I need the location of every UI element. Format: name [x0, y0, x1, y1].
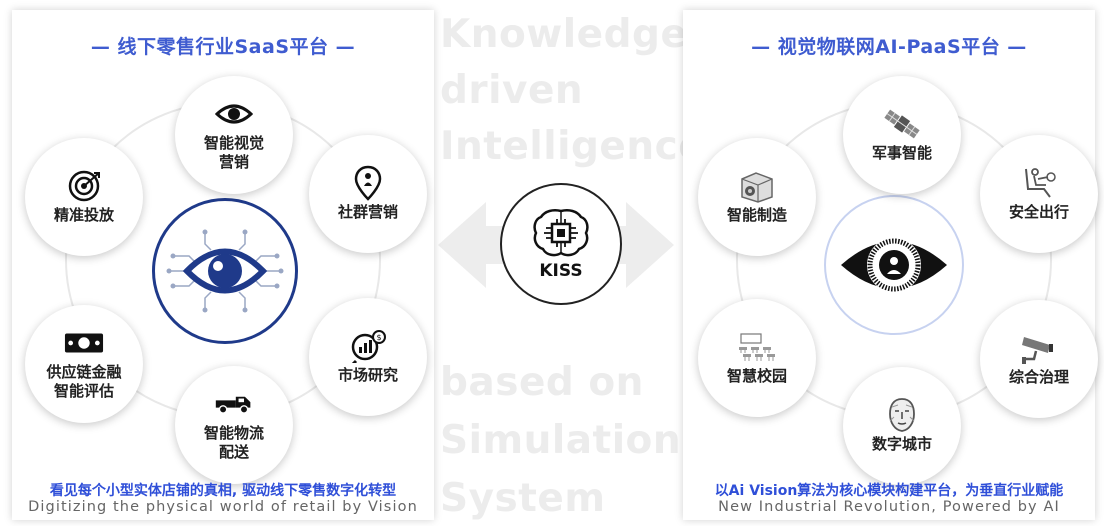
retail-slogan-cn: 看见每个小型实体店铺的真相, 驱动线下零售数字化转型 [49, 483, 397, 499]
ai-eye-logo [824, 195, 964, 335]
node-label: 市场研究 [337, 365, 398, 384]
black-eye-icon [841, 238, 947, 292]
bg-word-intelligence: Intelligence [440, 124, 706, 169]
iot-slogan-en: New Industrial Revolution, Powered by AI [718, 499, 1060, 515]
node-label: 智能制造 [726, 205, 787, 224]
svg-text:$: $ [377, 333, 382, 342]
satellite-icon [882, 108, 922, 140]
truck-icon [214, 388, 254, 420]
eye-icon [214, 98, 254, 130]
industrial-camera-icon [737, 170, 777, 203]
banknote-icon [64, 327, 104, 359]
location-person-icon [348, 165, 388, 201]
node-smart-manufacturing[interactable]: 智能制造 [698, 138, 816, 256]
node-precision-delivery[interactable]: 精准投放 [25, 138, 143, 256]
face-icon [882, 397, 922, 432]
node-label: 智能物流 配送 [203, 424, 264, 461]
retail-panel-title: — 线下零售行业SaaS平台 — [90, 36, 356, 58]
cctv-camera-icon [1019, 332, 1059, 364]
bg-word-based-on: based on [440, 360, 644, 405]
node-smart-campus[interactable]: 智慧校园 [698, 299, 816, 417]
node-label: 智能视觉 营销 [203, 134, 264, 171]
node-digital-city[interactable]: 数字城市 [843, 367, 961, 485]
brain-chip-icon [533, 209, 589, 257]
circuit-eye-icon [166, 229, 284, 313]
node-label: 精准投放 [53, 205, 114, 224]
bg-word-driven: driven [440, 68, 584, 113]
magnifier-chart-icon: $ [348, 329, 388, 363]
retail-slogan-en: Digitizing the physical world of retail … [28, 499, 418, 515]
vision-eye-logo [152, 198, 298, 344]
node-label: 综合治理 [1008, 367, 1069, 386]
node-label: 数字城市 [871, 434, 932, 453]
classroom-icon [737, 331, 777, 363]
node-market-research[interactable]: $ 市场研究 [309, 298, 427, 416]
bg-word-system: System [440, 476, 606, 521]
target-icon [64, 170, 104, 202]
node-label: 智慧校园 [726, 366, 787, 385]
iot-slogan-cn: 以Ai Vision算法为核心模块构建平台，为垂直行业赋能 [714, 483, 1064, 499]
kiss-badge: KISS [500, 183, 622, 305]
node-label: 安全出行 [1008, 202, 1069, 221]
node-supply-chain-finance[interactable]: 供应链金融 智能评估 [25, 305, 143, 423]
node-label: 供应链金融 智能评估 [46, 363, 122, 400]
driver-seat-icon [1019, 167, 1059, 199]
vision-iot-paas-panel: — 视觉物联网AI-PaaS平台 — 军事智能 安全出行 综合治理 [683, 10, 1098, 520]
node-comprehensive-governance[interactable]: 综合治理 [980, 300, 1098, 418]
retail-saas-panel: — 线下零售行业SaaS平台 — 智能视觉 营销 社群营销 $ [12, 10, 434, 520]
node-smart-visual-marketing[interactable]: 智能视觉 营销 [175, 76, 293, 194]
node-safe-travel[interactable]: 安全出行 [980, 135, 1098, 253]
iot-panel-title: — 视觉物联网AI-PaaS平台 — [751, 36, 1027, 58]
node-label: 军事智能 [871, 143, 932, 162]
node-smart-logistics[interactable]: 智能物流 配送 [175, 366, 293, 484]
node-community-marketing[interactable]: 社群营销 [309, 135, 427, 253]
bg-word-knowledge: Knowledge [440, 12, 688, 57]
node-label: 社群营销 [337, 202, 398, 221]
bg-word-simulation: Simulation [440, 418, 682, 463]
kiss-label: KISS [539, 261, 583, 281]
node-military-intelligence[interactable]: 军事智能 [843, 76, 961, 194]
